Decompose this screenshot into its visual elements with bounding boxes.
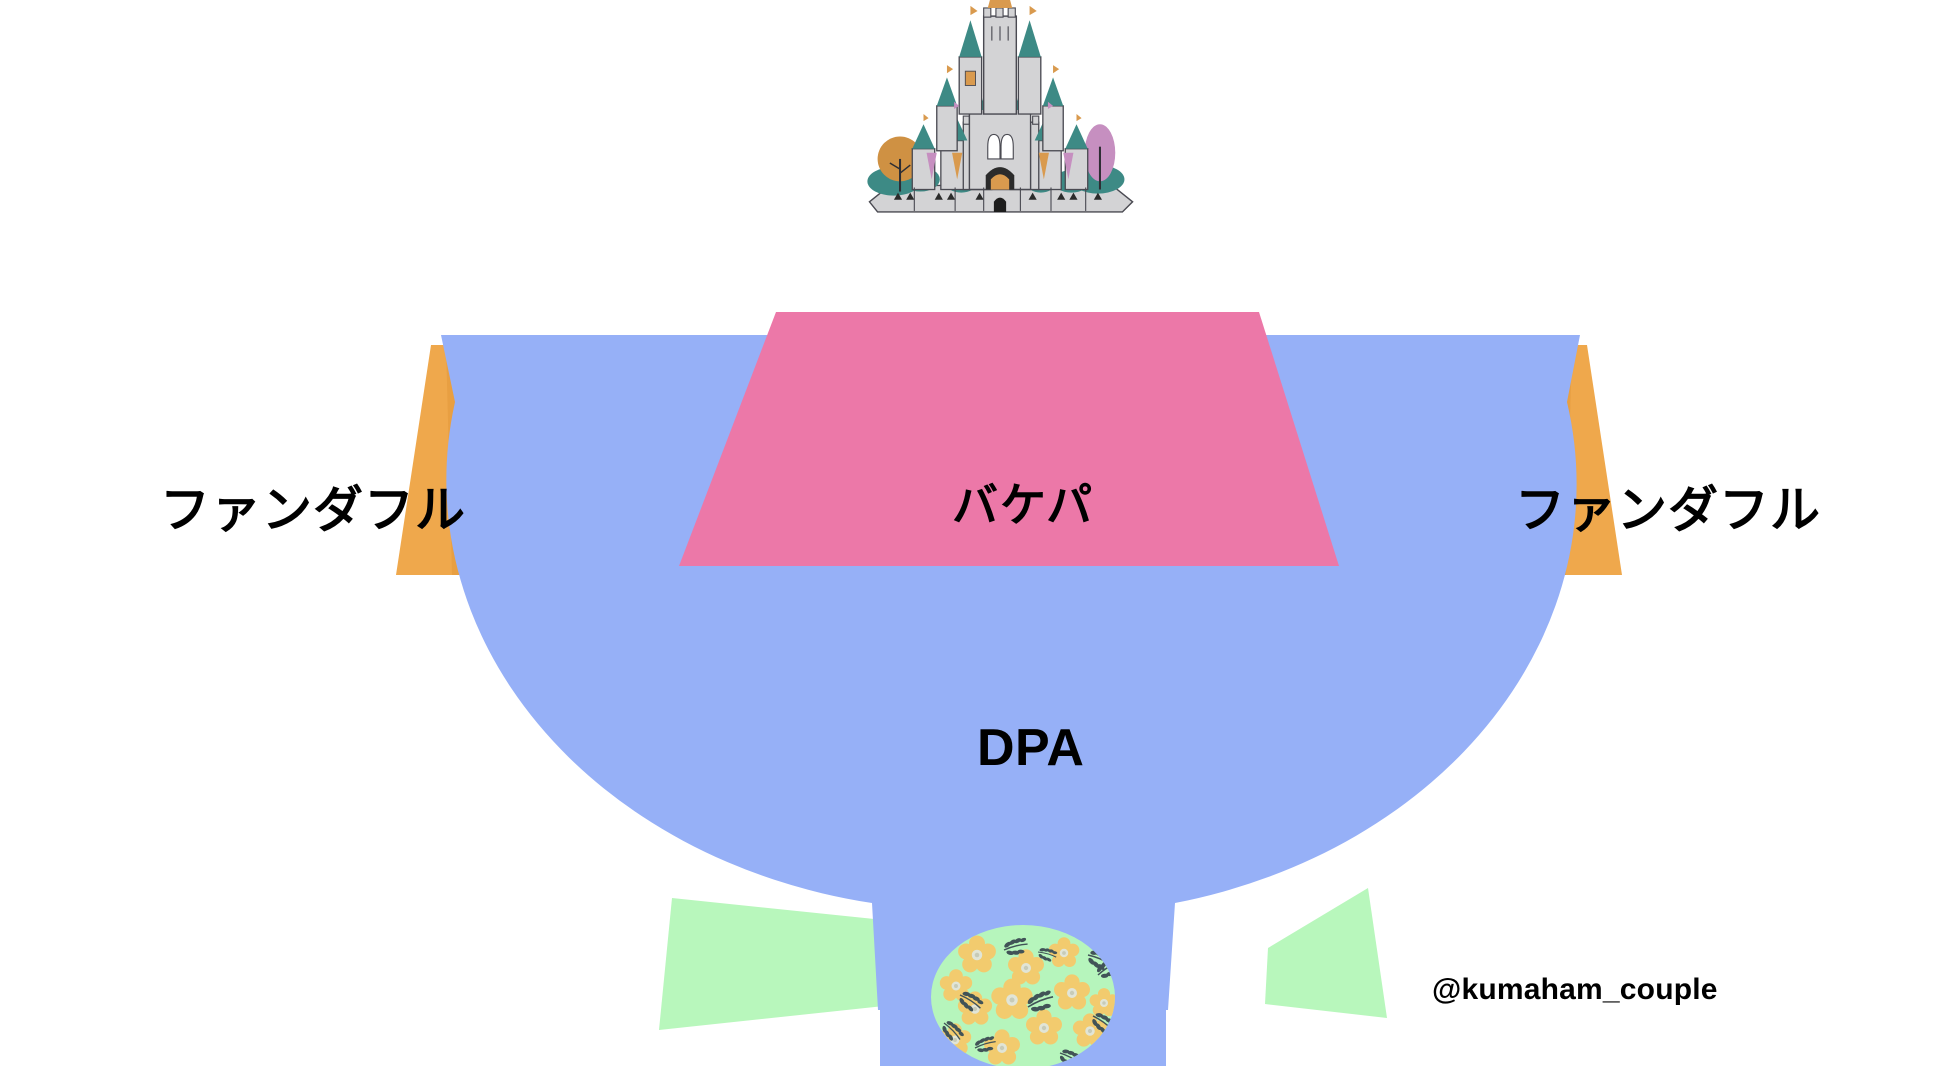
cinderella-castle-icon xyxy=(867,0,1134,213)
green-wing-left-shape xyxy=(659,898,884,1030)
fundaful-label-right: ファンダフル xyxy=(1515,482,1821,538)
flower-ellipse-shape xyxy=(931,925,1115,1066)
bakepa-band-shape xyxy=(679,312,1339,566)
dpa-label: DPA xyxy=(977,719,1085,777)
green-wing-right-shape xyxy=(1265,888,1387,1018)
bakepa-label: バケパ xyxy=(952,479,1095,531)
fundaful-label-left: ファンダフル xyxy=(160,482,466,538)
watermark-handle: @kumaham_couple xyxy=(1432,973,1718,1006)
